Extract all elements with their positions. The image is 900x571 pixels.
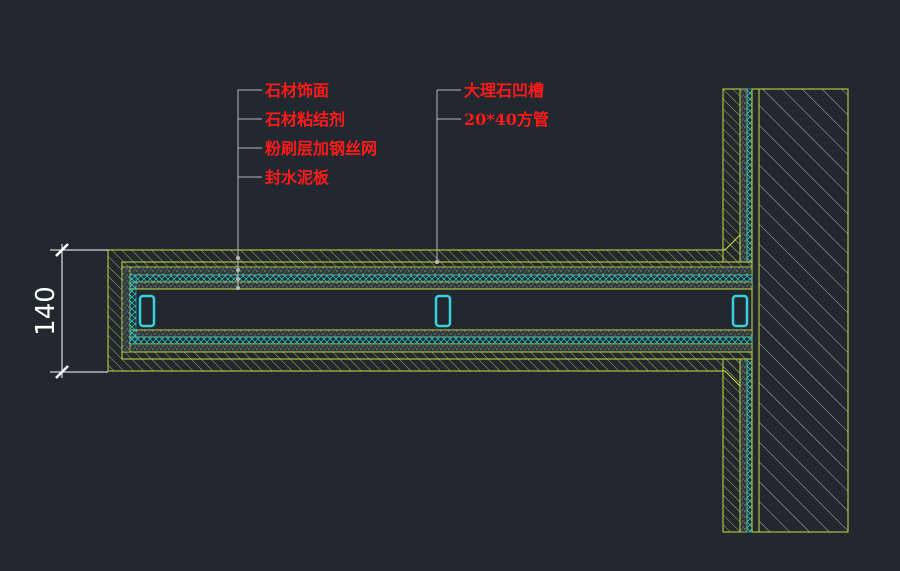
label-cement-board: 封水泥板 [265, 168, 330, 187]
dimension-value: 140 [31, 286, 61, 336]
annotation-labels: 石材饰面 石材粘结剂 粉刷层加钢丝网 封水泥板 大理石凹槽 20*40方管 [264, 81, 549, 187]
leader-lines [236, 89, 461, 290]
label-marble-groove: 大理石凹槽 [464, 81, 544, 100]
label-square-tube: 20*40方管 [464, 110, 549, 129]
tube-left [138, 294, 156, 328]
projecting-slab-section [107, 233, 753, 388]
label-stone-adhesive: 石材粘结剂 [264, 110, 345, 129]
concrete-wall [758, 88, 849, 533]
label-plaster-mesh: 粉刷层加钢丝网 [265, 139, 377, 158]
square-tubes [138, 294, 749, 328]
label-stone-facing: 石材饰面 [264, 81, 329, 100]
dimension-140: 140 [31, 243, 108, 379]
tube-middle [434, 294, 452, 328]
tube-right [731, 294, 749, 328]
